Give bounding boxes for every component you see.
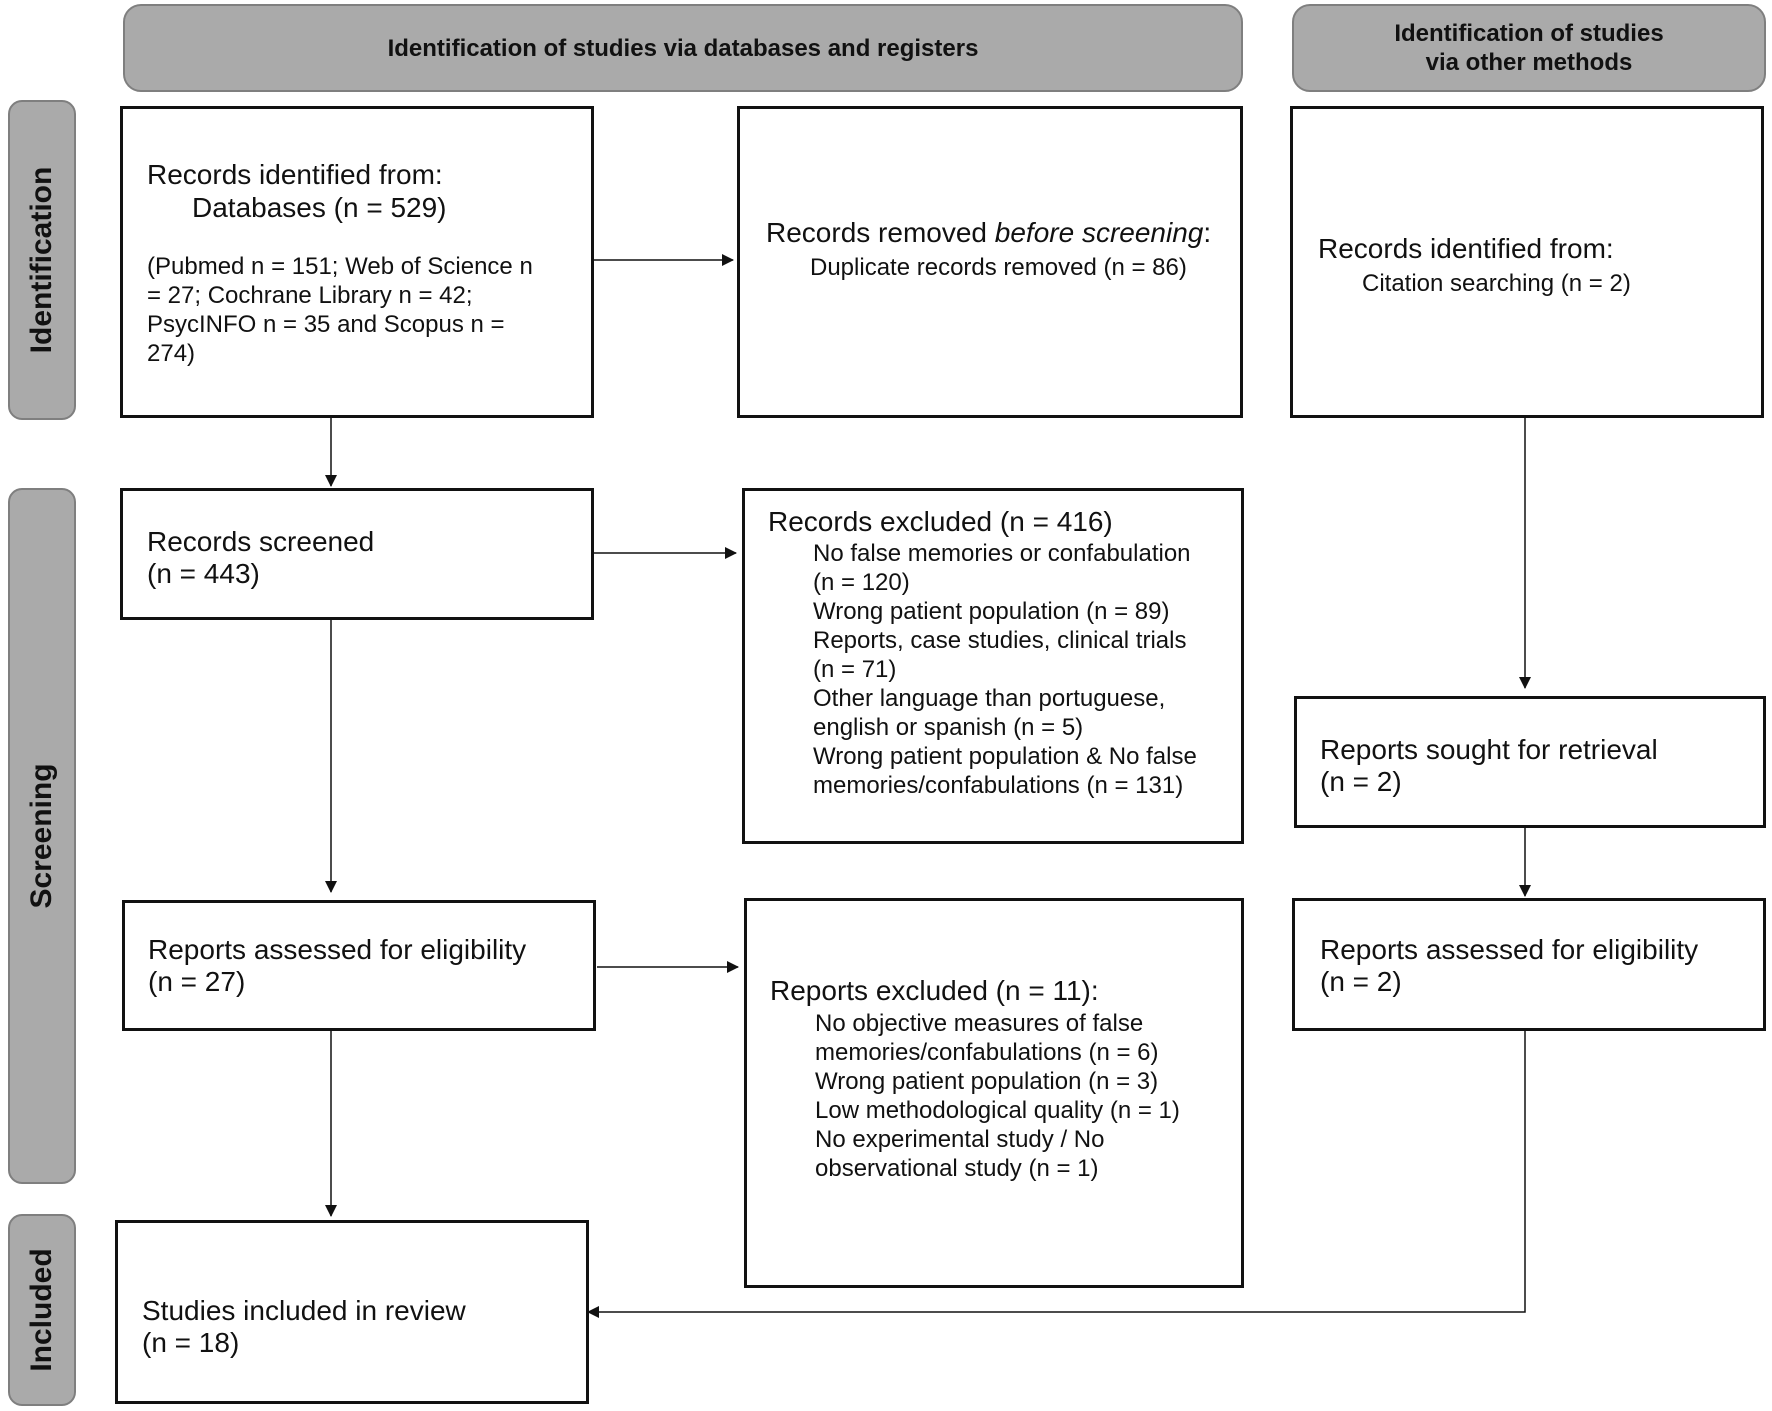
records-identified-box: Records identified from: Databases (n = … bbox=[120, 106, 594, 418]
reports-excluded-item-6: observational study (n = 1) bbox=[815, 1155, 1099, 1182]
studies-included-box: Studies included in review (n = 18) bbox=[115, 1220, 589, 1404]
records-removed-box: Records removed before screening: Duplic… bbox=[737, 106, 1243, 418]
header-other-line1: Identification of studies bbox=[1394, 20, 1664, 47]
records-identified-detail-3: PsycINFO n = 35 and Scopus n = bbox=[147, 311, 505, 338]
reports-assessed-other-count: (n = 2) bbox=[1320, 966, 1402, 997]
reports-excluded-box: Reports excluded (n = 11): No objective … bbox=[744, 898, 1244, 1288]
reports-excluded-item-5: No experimental study / No bbox=[815, 1126, 1105, 1153]
records-identified-detail-4: 274) bbox=[147, 340, 196, 367]
records-excluded-item-6: Other language than portuguese, bbox=[813, 685, 1166, 712]
header-other-methods: Identification of studies via other meth… bbox=[1292, 4, 1766, 92]
records-excluded-item-5: (n = 71) bbox=[813, 656, 897, 683]
reports-assessed-db-label: Reports assessed for eligibility bbox=[148, 934, 527, 965]
phase-included: Included bbox=[8, 1214, 76, 1406]
arrow-other-assessed-to-included bbox=[587, 1031, 1526, 1318]
records-excluded-item-2: (n = 120) bbox=[813, 569, 910, 596]
header-other-line2: via other methods bbox=[1425, 49, 1633, 76]
records-removed-title-prefix: Records removed bbox=[766, 217, 995, 248]
reports-excluded-title: Reports excluded (n = 11): bbox=[770, 975, 1099, 1006]
studies-included-label: Studies included in review bbox=[142, 1295, 466, 1326]
records-removed-title: Records removed before screening: bbox=[766, 217, 1211, 249]
other-records-identified-title: Records identified from: bbox=[1318, 233, 1614, 264]
records-excluded-item-8: Wrong patient population & No false bbox=[813, 743, 1197, 770]
records-excluded-item-1: No false memories or confabulation bbox=[813, 540, 1191, 567]
phase-identification: Identification bbox=[8, 100, 76, 420]
reports-assessed-db-box: Reports assessed for eligibility (n = 27… bbox=[122, 900, 596, 1031]
records-screened-box: Records screened (n = 443) bbox=[120, 488, 594, 620]
reports-assessed-other-label: Reports assessed for eligibility bbox=[1320, 934, 1699, 965]
reports-assessed-db-count: (n = 27) bbox=[148, 966, 246, 997]
records-excluded-item-4: Reports, case studies, clinical trials bbox=[813, 627, 1187, 654]
other-records-identified-box: Records identified from: Citation search… bbox=[1290, 106, 1764, 418]
reports-excluded-item-2: memories/confabulations (n = 6) bbox=[815, 1039, 1159, 1066]
reports-sought-label: Reports sought for retrieval bbox=[1320, 734, 1658, 765]
reports-sought-box: Reports sought for retrieval (n = 2) bbox=[1294, 696, 1766, 828]
header-databases-label: Identification of studies via databases … bbox=[387, 34, 979, 62]
records-screened-label: Records screened bbox=[147, 526, 375, 557]
records-identified-detail-1: (Pubmed n = 151; Web of Science n bbox=[147, 253, 533, 280]
records-removed-detail: Duplicate records removed (n = 86) bbox=[810, 254, 1187, 281]
records-excluded-item-3: Wrong patient population (n = 89) bbox=[813, 598, 1170, 625]
records-excluded-title: Records excluded (n = 416) bbox=[768, 506, 1113, 537]
reports-excluded-item-3: Wrong patient population (n = 3) bbox=[815, 1068, 1159, 1095]
studies-included-count: (n = 18) bbox=[142, 1327, 240, 1358]
phase-screening: Screening bbox=[8, 488, 76, 1184]
reports-excluded-item-1: No objective measures of false bbox=[815, 1010, 1144, 1037]
records-identified-detail-2: = 27; Cochrane Library n = 42; bbox=[147, 282, 473, 309]
records-removed-title-emph: before screening bbox=[994, 217, 1204, 248]
reports-assessed-other-box: Reports assessed for eligibility (n = 2) bbox=[1292, 898, 1766, 1031]
records-identified-title: Records identified from: bbox=[147, 159, 443, 190]
other-records-identified-detail: Citation searching (n = 2) bbox=[1362, 270, 1631, 297]
records-removed-title-suffix: : bbox=[1203, 217, 1212, 248]
records-identified-databases: Databases (n = 529) bbox=[192, 192, 447, 223]
records-screened-count: (n = 443) bbox=[147, 558, 260, 589]
reports-sought-count: (n = 2) bbox=[1320, 766, 1402, 797]
records-excluded-item-7: english or spanish (n = 5) bbox=[813, 714, 1084, 741]
reports-excluded-item-4: Low methodological quality (n = 1) bbox=[815, 1097, 1180, 1124]
records-excluded-box: Records excluded (n = 416) No false memo… bbox=[742, 488, 1244, 844]
records-excluded-item-9: memories/confabulations (n = 131) bbox=[813, 772, 1184, 799]
header-databases-registers: Identification of studies via databases … bbox=[123, 4, 1243, 92]
